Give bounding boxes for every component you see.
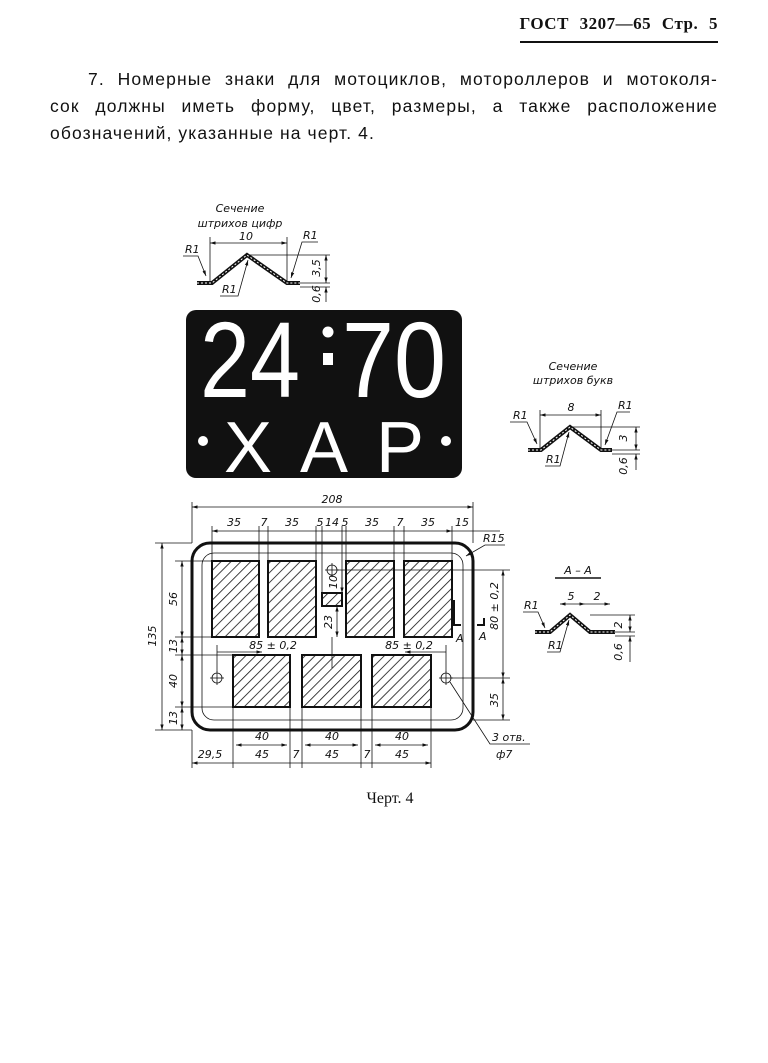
dim-label: 2 [612,622,625,629]
dim-label: 40 [167,674,180,688]
dim-label: 10 [327,575,340,589]
paragraph-line: обозначений, указанные на черт. 4. [50,123,375,143]
dim-label: 45 [395,748,409,761]
dim-label: 7 [261,516,268,529]
dim-label: 85 ± 0,2 [385,639,433,652]
dim-label: 0,6 [617,457,630,475]
dim-label: 35 [365,516,379,529]
section-title: Сечение [549,360,598,373]
section-mark: А [478,630,487,643]
dim-label: R1 [548,639,563,652]
dim-label: R1 [222,283,237,296]
plate-dimension-drawing: 208 35 7 35 5 14 5 35 7 35 15 R15 135 56 [146,493,530,768]
page-header: ГОСТ 3207—65 Стр. 5 [519,14,718,33]
dim-label: 35 [488,693,501,707]
dim-label: R1 [185,243,200,256]
dim-label: 8 [568,401,575,414]
dim-label: 5 [317,516,324,529]
section-subtitle: штрихов букв [533,374,613,387]
dim-label: 56 [167,592,180,606]
dim-label: 7 [364,748,371,761]
dim-label: 0,6 [310,285,323,303]
header-rule [520,41,718,43]
dim-label: R1 [546,453,561,466]
section-a-a: А – А 5 2 2 0,6 R1 R1 [523,564,635,662]
dim-label: 35 [227,516,241,529]
paragraph-line: 7. Номерные знаки для мотоциклов, моторо… [88,69,718,89]
plate-digits-right: 70 [342,299,446,420]
dim-label: 35 [285,516,299,529]
dim-label: 7 [293,748,300,761]
section-subtitle: штрихов цифр [198,217,283,230]
license-plate: 24 70 ХАР [186,299,462,488]
section-letter-strokes: Сечение штрихов букв 8 3 0,6 R1 R1 R1 [510,360,640,475]
dim-label: 0,6 [612,643,625,661]
dim-label: 13 [167,639,180,653]
mounting-hole-icon [325,563,339,577]
dim-label: 45 [325,748,339,761]
paragraph-line: сок должны иметь форму, цвет, размеры, а… [50,96,718,116]
plate-digits-left: 24 [200,299,300,420]
paragraph-7: 7. Номерные знаки для мотоциклов, моторо… [50,66,718,147]
holes-count-label: 3 отв. [492,731,526,744]
dim-label: 3 [617,435,630,442]
dim-label: R15 [483,532,505,545]
dim-label: 40 [255,730,269,743]
dim-label: 14 [325,516,339,529]
dim-label: 40 [395,730,409,743]
dim-label: 5 [342,516,349,529]
figure-caption: Черт. 4 [366,790,413,807]
dim-label: 15 [455,516,469,529]
dim-label: 7 [397,516,404,529]
dim-label: 135 [146,626,159,647]
mounting-hole-icon [210,671,224,685]
section-digit-strokes: Сечение штрихов цифр 10 3,5 0,6 R1 R1 R1 [183,202,330,303]
section-title: А – А [563,564,592,577]
dim-label: R1 [524,599,539,612]
dim-label: 80 ± 0,2 [488,582,501,630]
dim-label: 13 [167,711,180,725]
dim-label: 23 [322,615,335,629]
dim-label: 45 [255,748,269,761]
dim-label: 10 [239,230,253,243]
dim-label: 85 ± 0,2 [249,639,297,652]
dim-label: R1 [513,409,528,422]
dim-label: R1 [303,229,318,242]
section-title: Сечение [216,202,265,215]
section-mark: А [455,632,464,645]
dim-label: 2 [594,590,601,603]
holes-diameter-label: ф7 [496,748,512,761]
dim-label: 35 [421,516,435,529]
dim-label: 5 [568,590,575,603]
dim-label: 40 [325,730,339,743]
dim-label: 29,5 [198,748,223,761]
dim-label: R1 [618,399,633,412]
plate-letters: ХАР [224,408,424,488]
dim-label: 208 [322,493,343,506]
dim-label: 3,5 [310,259,323,277]
